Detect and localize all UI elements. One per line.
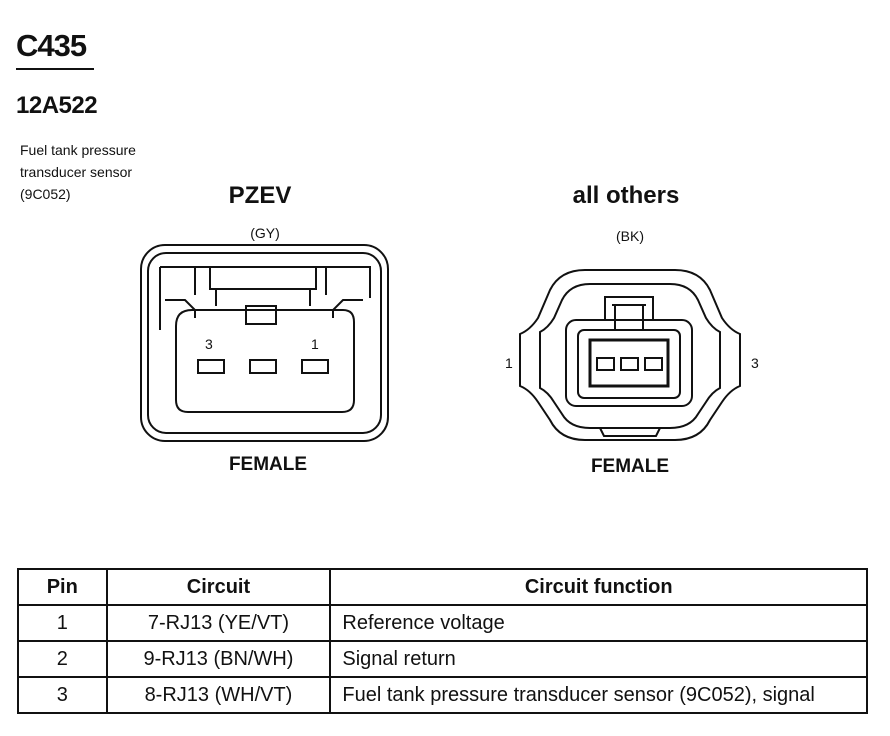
- circuit-function-cell: Fuel tank pressure transducer sensor (9C…: [329, 676, 868, 714]
- header-circuit-function: Circuit function: [329, 568, 868, 606]
- pin-table: Pin Circuit Circuit function 1 7-RJ13 (Y…: [17, 568, 868, 714]
- pzev-pin-label: 3: [205, 336, 213, 352]
- pzev-gender-label: FEMALE: [228, 454, 308, 475]
- pin-cell: 1: [17, 604, 108, 642]
- pzev-connector-face: [140, 244, 389, 442]
- circuit-function-cell: Reference voltage: [329, 604, 868, 642]
- all-others-variant-title: all others: [572, 182, 680, 209]
- pin-cell: 2: [17, 640, 108, 678]
- table-row: 3 8-RJ13 (WH/VT) Fuel tank pressure tran…: [17, 676, 868, 714]
- all-others-color-code: (BK): [616, 228, 644, 244]
- description-line: (9C052): [20, 186, 71, 202]
- header-pin: Pin: [17, 568, 108, 606]
- table-row: 2 9-RJ13 (BN/WH) Signal return: [17, 640, 868, 678]
- description-line: transducer sensor: [20, 164, 133, 180]
- table-header-row: Pin Circuit Circuit function: [17, 568, 868, 606]
- pzev-pin-label: 1: [311, 336, 319, 352]
- circuit-function-cell: Signal return: [329, 640, 868, 678]
- description-line: Fuel tank pressure: [20, 142, 136, 158]
- pzev-color-code: (GY): [250, 225, 280, 241]
- all-others-gender-label: FEMALE: [590, 456, 670, 477]
- part-number: 12A522: [16, 92, 98, 119]
- connector-diagrams: 3 1 1 3: [140, 244, 759, 442]
- circuit-cell: 8-RJ13 (WH/VT): [105, 676, 332, 714]
- pin-cell: 3: [17, 676, 108, 714]
- all-others-pin-label: 1: [505, 355, 513, 371]
- title-underline: [16, 68, 94, 70]
- table-row: 1 7-RJ13 (YE/VT) Reference voltage: [17, 604, 868, 642]
- pzev-variant-title: PZEV: [228, 182, 292, 209]
- all-others-pin-label: 3: [751, 355, 759, 371]
- header-circuit: Circuit: [105, 568, 332, 606]
- connector-id: C435: [16, 28, 87, 63]
- circuit-cell: 9-RJ13 (BN/WH): [105, 640, 332, 678]
- all-others-connector-face: [519, 269, 741, 441]
- circuit-cell: 7-RJ13 (YE/VT): [105, 604, 332, 642]
